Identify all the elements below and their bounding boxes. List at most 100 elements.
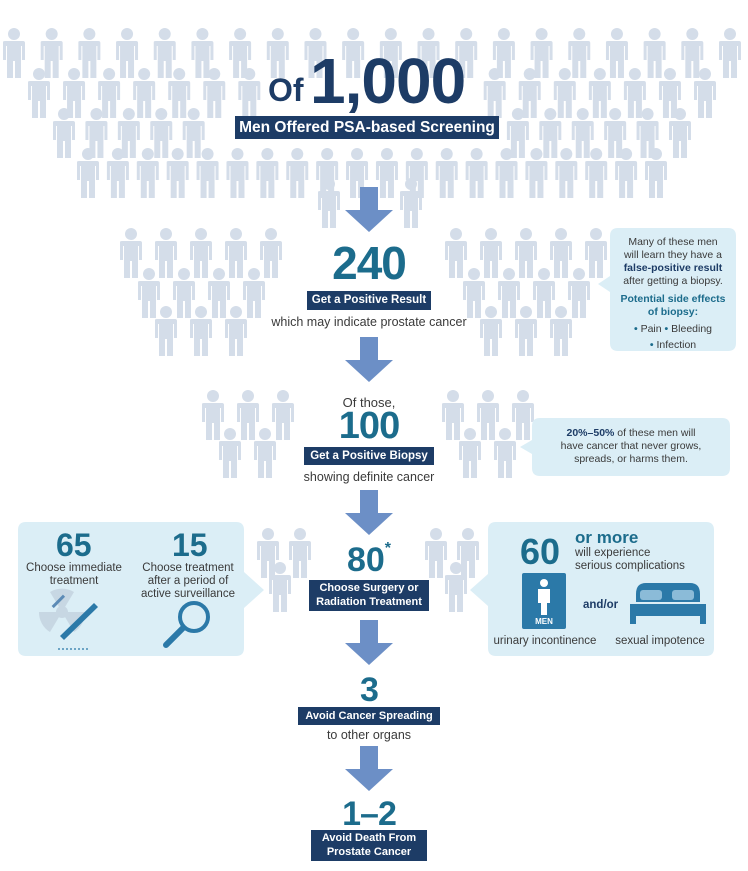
step3-asterisk: * [384,540,392,557]
step4-label: Avoid Cancer Spreading [298,707,440,725]
person-icon [568,268,590,318]
arrow-down-icon [345,620,393,665]
person-icon [155,306,177,356]
person-icon [645,148,667,198]
person-icon [515,306,537,356]
person-icon [237,390,259,440]
person-icon [256,148,279,198]
step1-subtext: which may indicate prostate cancer [271,315,467,329]
person-icon [225,228,247,278]
header-number: 1,000 [310,45,466,117]
step2-number: 100 [338,405,400,447]
bed-icon [630,583,706,624]
person-icon [254,428,276,478]
left-b-number: 15 [172,527,208,563]
step5-label-line1: Avoid Death From [321,832,417,844]
callout-biopsy: Many of these men will learn they have a… [610,228,736,351]
person-icon [515,228,537,278]
person-icon [208,268,230,318]
person-icon [266,28,289,78]
person-icon [681,28,704,78]
callout1-item-infection: Infection [656,339,697,351]
person-icon [153,28,176,78]
callout1-item-pain: Pain [640,323,662,335]
person-icon [605,28,628,78]
person-icon [155,228,177,278]
person-icon [190,306,212,356]
step3-number: 80 [346,541,385,579]
callout2-line3: spreads, or harms them. [574,453,688,465]
person-icon [442,390,464,440]
person-icon [643,28,666,78]
person-icon [571,108,594,158]
person-icon [459,428,481,478]
callout2-line1: of these men will [617,427,696,439]
person-icon [243,268,265,318]
person-icon [219,428,241,478]
right-andor: and/or [583,599,619,611]
bullet-icon: • [664,323,669,335]
person-icon [166,148,189,198]
header-of: Of [268,72,304,108]
restroom-sign-icon [522,573,566,629]
person-icon [719,28,741,78]
men-sign-label: MEN [535,617,553,626]
arrow-down-icon [345,337,393,382]
person-icon [375,148,398,198]
right-line2: serious complications [575,560,685,572]
left-a-number: 65 [56,527,92,563]
callout2-line2: have cancer that never grows, [560,440,702,452]
left-b-line1: Choose treatment [142,562,234,574]
bullet-icon: • [633,323,638,335]
step5-label: Avoid Death From Prostate Cancer [311,830,427,861]
right-line1: will experience [575,547,651,559]
callout1-highlight: false-positive result [623,262,723,274]
callout1-items-row: • Pain • Bleeding [610,323,736,336]
step3-label-line1: Choose Surgery or [319,582,419,594]
person-icon [585,228,607,278]
person-icon [425,528,447,578]
person-icon [463,268,485,318]
person-icon [173,268,195,318]
person-icon [588,68,611,118]
person-icon [555,148,578,198]
person-icon [202,390,224,440]
person-icon [40,28,63,78]
left-a-line2: treatment [49,575,99,587]
person-icon [435,148,458,198]
person-icon [405,148,428,198]
person-icon [286,148,309,198]
step3-label: Choose Surgery or Radiation Treatment [309,580,429,611]
person-icon [445,228,467,278]
person-icon [480,228,502,278]
right-number: 60 [520,531,561,572]
person-icon [226,148,249,198]
person-icon [120,228,142,278]
magnifier-icon [163,601,210,648]
callout1-heading2: of biopsy: [647,306,699,318]
callout1-line3: after getting a biopsy. [623,275,723,287]
callout-overdiagnosis-panel [520,418,730,476]
person-icon [477,390,499,440]
bullet-icon: • [649,339,654,351]
person-icon [289,528,311,578]
person-icon [316,148,339,198]
person-icon [150,108,173,158]
person-icon [190,228,212,278]
person-icon [116,28,139,78]
callout1-item-bleeding: Bleeding [671,323,713,335]
callout-overdiagnosis: 20%–50% of these men will have cancer th… [532,418,730,476]
person-icon [480,306,502,356]
person-icon [498,268,520,318]
step3-number-wrap: 80* [314,540,424,580]
callout2-row1: 20%–50% of these men will [532,427,730,440]
person-icon [77,148,99,198]
right-label-impotence: sexual impotence [615,635,705,647]
callout1-items-row2: • Infection [610,339,736,352]
person-icon [272,390,294,440]
person-icon [225,306,247,356]
callout1-line1: Many of these men [628,236,718,248]
person-icon [98,68,121,118]
person-icon [133,68,156,118]
callout1-heading1: Potential side effects [620,293,726,305]
